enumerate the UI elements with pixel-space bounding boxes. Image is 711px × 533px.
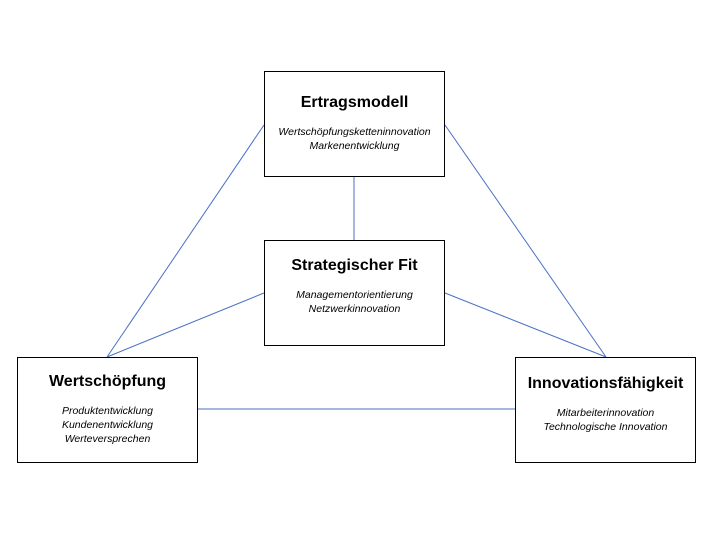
node-title: Wertschöpfung (48, 373, 167, 390)
node-items: Managementorientierung Netzwerkinnovatio… (265, 288, 444, 316)
node-item: Wertschöpfungsketteninnovation (278, 126, 431, 138)
edge-ertragsmodell-wertschoepfung (106, 124, 265, 358)
node-title: Ertragsmodell (300, 94, 409, 111)
node-item: Markenentwicklung (309, 140, 400, 152)
node-items: Wertschöpfungsketteninnovation Markenent… (265, 125, 444, 153)
node-wertschoepfung: Wertschöpfung Produktentwicklung Kundene… (17, 357, 198, 463)
node-item: Kundenentwicklung (61, 419, 154, 431)
node-title: Innovationsfähigkeit (527, 375, 684, 392)
node-ertragsmodell: Ertragsmodell Wertschöpfungsketteninnova… (264, 71, 445, 177)
node-item: Managementorientierung (296, 289, 413, 301)
node-item: Werteversprechen (64, 433, 151, 445)
node-items: Mitarbeiterinnovation Technologische Inn… (516, 406, 695, 434)
node-item: Produktentwicklung (61, 405, 154, 417)
node-strategischer-fit: Strategischer Fit Managementorientierung… (264, 240, 445, 346)
node-innovationsfaehigkeit: Innovationsfähigkeit Mitarbeiterinnovati… (515, 357, 696, 463)
node-title: Strategischer Fit (291, 257, 418, 274)
edge-strategischer-fit-wertschoepfung (106, 292, 265, 358)
node-items: Produktentwicklung Kundenentwicklung Wer… (18, 404, 197, 446)
node-item: Technologische Innovation (543, 421, 668, 433)
node-item: Netzwerkinnovation (308, 303, 401, 315)
edge-strategischer-fit-innovationsfaehigkeit (444, 292, 607, 358)
edge-ertragsmodell-innovationsfaehigkeit (444, 124, 607, 358)
node-item: Mitarbeiterinnovation (556, 407, 655, 419)
